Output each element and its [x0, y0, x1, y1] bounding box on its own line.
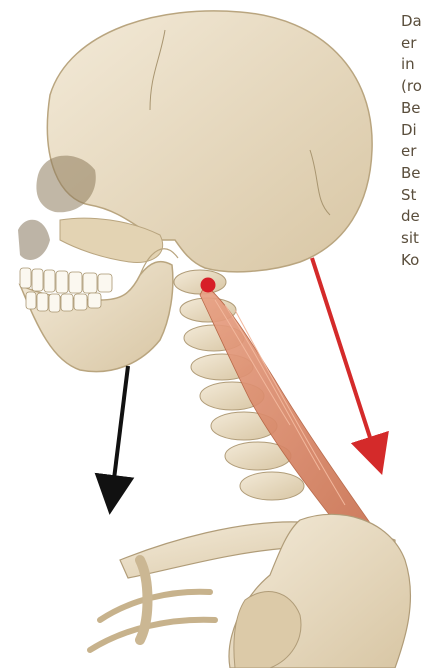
side-text-line: St [401, 185, 425, 207]
side-text-line: Di [401, 120, 425, 142]
side-text-line: Ko [401, 250, 425, 272]
black-arrow [112, 366, 128, 495]
upper-teeth [20, 268, 112, 293]
side-text-line: (ro [401, 76, 425, 98]
neck-muscle [200, 285, 375, 542]
side-text-line: in [401, 54, 425, 76]
marker-dot [201, 278, 216, 293]
side-text-line: er [401, 141, 425, 163]
side-text-line: de [401, 206, 425, 228]
side-text-line: sit [401, 228, 425, 250]
ribs [90, 592, 215, 650]
side-text-line: er [401, 33, 425, 55]
side-text-column: Da er in (ro Be Di er Be St de sit Ko [401, 11, 425, 271]
side-text-line: Da [401, 11, 425, 33]
red-arrow [312, 258, 376, 456]
cervical-spine [174, 270, 304, 500]
side-text-line: Be [401, 163, 425, 185]
side-text-line: Be [401, 98, 425, 120]
